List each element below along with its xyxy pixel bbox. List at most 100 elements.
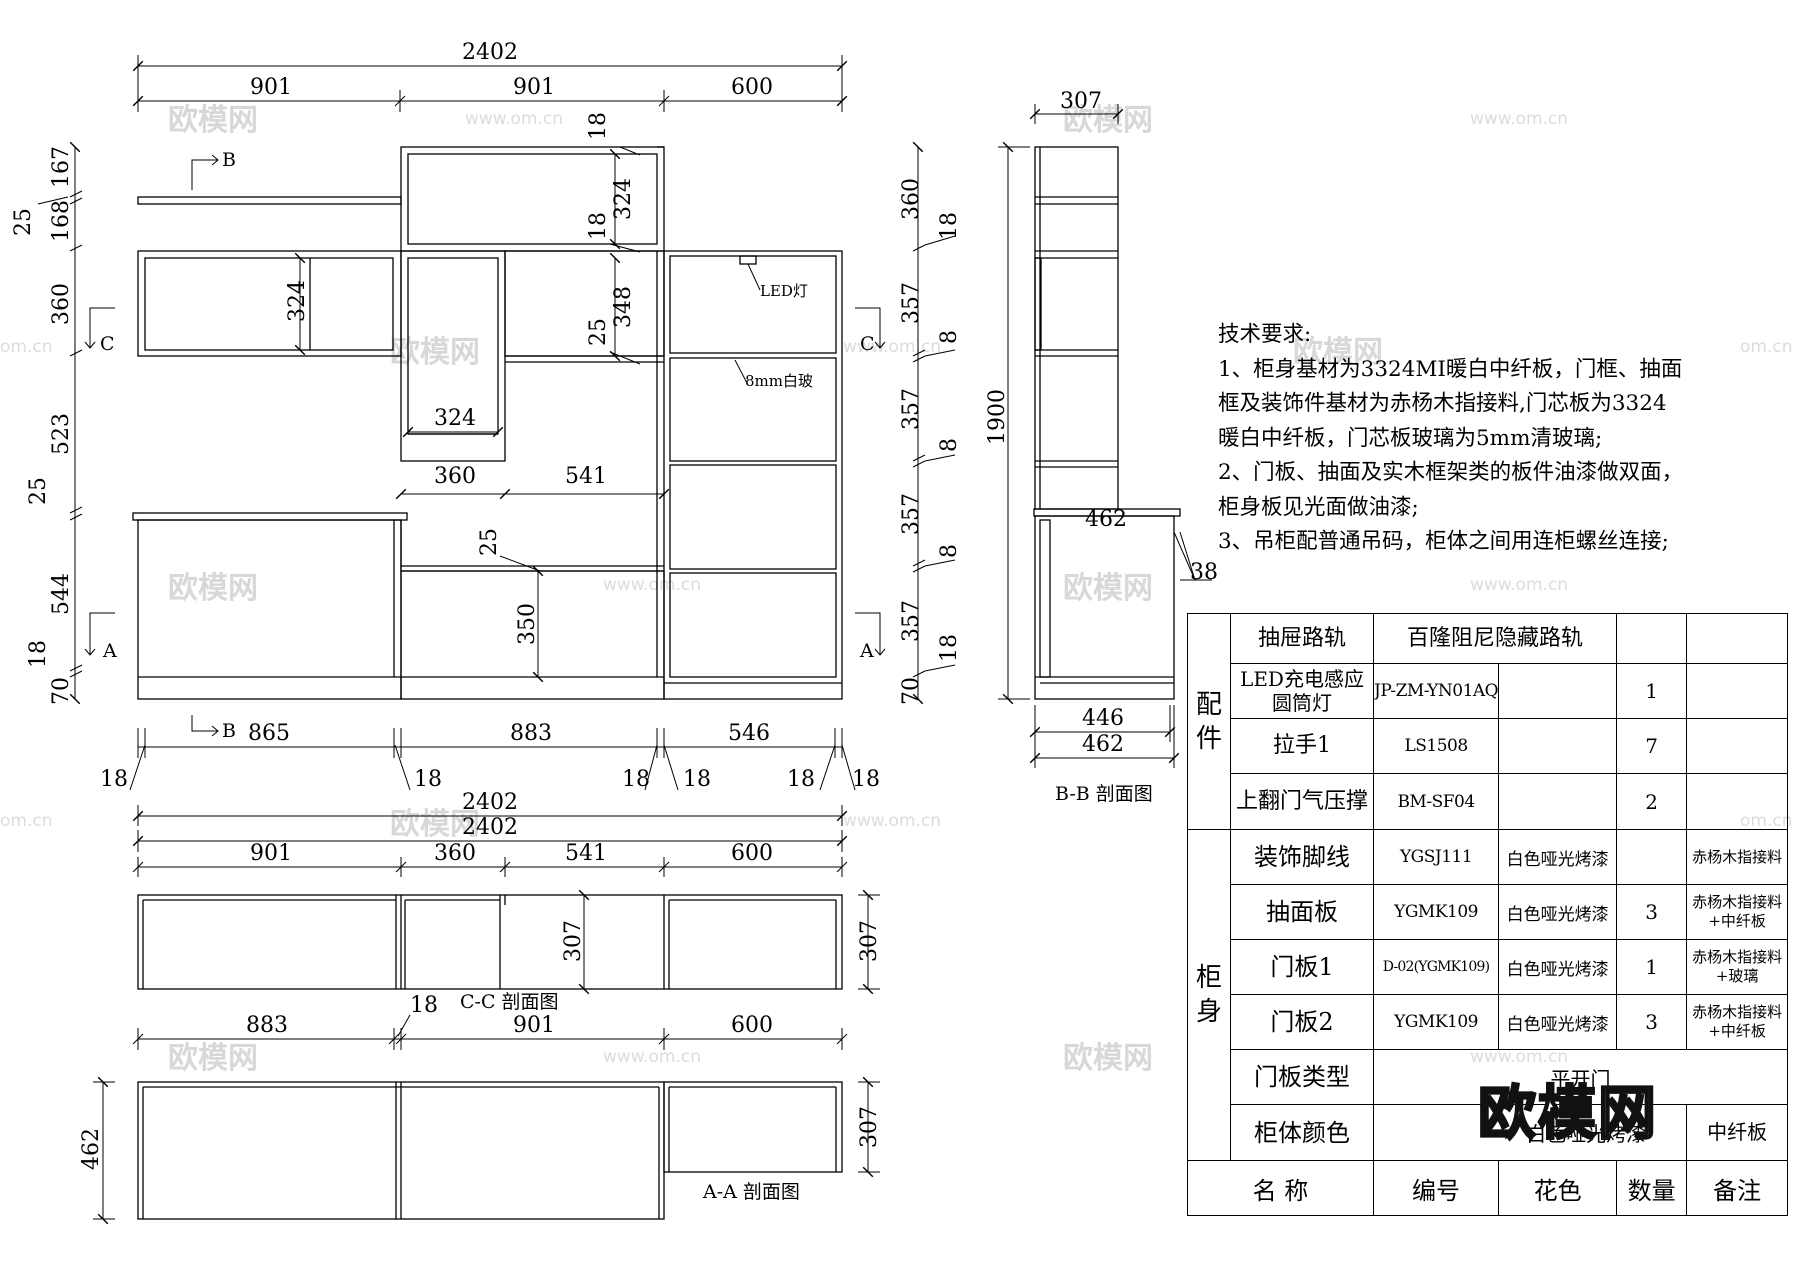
cell-name: 拉手1	[1230, 718, 1374, 774]
cell-name: LED充电感应圆筒灯	[1230, 663, 1374, 719]
watermark-url: www.om.cn	[603, 1047, 701, 1067]
dim-cc-depth: 307	[561, 920, 586, 962]
table-row: 配 件 抽屉路轨 百隆阻尼隐藏路轨	[1187, 613, 1789, 830]
watermark-text: 欧模网	[1063, 1041, 1153, 1076]
dim-bottom-seg: 883	[510, 721, 552, 746]
requirements-line: 2、门板、抽面及实木框架类的板件油漆做双面，	[1218, 460, 1684, 485]
spec-table: 配 件 抽屉路轨 百隆阻尼隐藏路轨 LED充电感应圆筒灯 JP-ZM-YN01A…	[1187, 613, 1789, 1216]
dim-inner: 324	[434, 406, 476, 431]
dim-left: 25	[26, 477, 51, 505]
section-marker-c: C	[860, 333, 875, 355]
cell-color	[1498, 663, 1618, 719]
dim-cc-seg: 600	[731, 841, 773, 866]
section-aa-title: A-A 剖面图	[702, 1181, 800, 1203]
watermark-text: 欧模网	[1063, 571, 1153, 606]
section-cc-title: C-C 剖面图	[460, 991, 559, 1013]
table-row: LED充电感应圆筒灯 JP-ZM-YN01AQ 1	[1188, 663, 1789, 719]
cell-code: YGMK109	[1372, 884, 1500, 940]
dim-bb-height: 1900	[985, 389, 1010, 445]
table-row: 柜体颜色 白色哑光烤漆 中纤板	[1188, 1104, 1789, 1161]
dim-right: 357	[899, 493, 924, 535]
dim-left: 523	[49, 413, 74, 455]
watermark-text: 欧模网	[168, 103, 258, 138]
cell-note: 中纤板	[1686, 1104, 1789, 1161]
header-name: 名 称	[1187, 1160, 1374, 1216]
dim-bb-depth: 462	[1085, 507, 1127, 532]
watermark-url: om.cn	[1740, 337, 1793, 357]
watermark-url: om.cn	[0, 811, 53, 831]
section-marker-b: B	[222, 149, 236, 171]
cell-qty: 1	[1616, 663, 1688, 719]
dim-inner: 350	[515, 603, 540, 645]
dim-left: 360	[49, 283, 74, 325]
cell-code: 白色哑光烤漆	[1372, 1104, 1688, 1161]
dim-inner: 360	[434, 464, 476, 489]
watermark-url: www.om.cn	[603, 575, 701, 595]
cell-note	[1686, 773, 1789, 830]
cell-note: 赤杨木指接料	[1686, 829, 1789, 885]
cell-name: 门板2	[1230, 994, 1374, 1050]
cell-name: 装饰脚线	[1230, 829, 1374, 885]
cell-code: YGSJ111	[1372, 829, 1500, 885]
table-row: 抽面板 YGMK109 白色哑光烤漆 3 赤杨木指接料 +中纤板	[1188, 884, 1789, 940]
dim-left: 168	[49, 200, 74, 242]
cell-color	[1498, 773, 1618, 830]
dim-right: 357	[899, 282, 924, 324]
watermark-url: om.cn	[0, 337, 53, 357]
dim-left: 25	[11, 208, 36, 236]
dim-top-total: 2402	[462, 40, 518, 65]
cell-color: 白色哑光烤漆	[1498, 994, 1618, 1050]
cell-name: 抽屉路轨	[1230, 613, 1374, 664]
watermark-text: 欧模网	[168, 1041, 258, 1076]
dim-left: 70	[49, 677, 74, 705]
dim-bb-top: 307	[1060, 89, 1102, 114]
dim-bottom-seg: 865	[248, 721, 290, 746]
dim-aa-small: 18	[410, 993, 438, 1018]
cell-code: 百隆阻尼隐藏路轨	[1372, 613, 1618, 664]
section-aa: 18 883 901 600 462 307 A-A 剖面图	[79, 993, 882, 1225]
section-marker-a: A	[102, 640, 117, 662]
dim-bottom-small: 18	[683, 767, 711, 792]
watermark-url: www.om.cn	[843, 337, 941, 357]
section-cc: 2402 901 360 541 600 307 307 C-C	[132, 815, 882, 1013]
cell-color: 白色哑光烤漆	[1498, 939, 1618, 995]
section-marker-c: C	[100, 333, 115, 355]
dim-cc-seg: 541	[565, 841, 607, 866]
dim-cc-seg: 901	[250, 841, 292, 866]
dim-bottom-small: 18	[100, 767, 128, 792]
dim-top-seg: 901	[513, 75, 555, 100]
table-row: 门板2 YGMK109 白色哑光烤漆 3 赤杨木指接料 +中纤板	[1188, 994, 1789, 1050]
table-row: 上翻门气压撑 BM-SF04 2	[1188, 773, 1789, 830]
dim-right: 70	[899, 677, 924, 705]
dim-inner: 18	[586, 212, 611, 240]
requirements-line: 框及装饰件基材为赤杨木指接料,门芯板为3324	[1218, 391, 1667, 416]
cell-qty: 2	[1616, 773, 1688, 830]
dim-right: 357	[899, 600, 924, 642]
cell-name: 上翻门气压撑	[1230, 773, 1374, 830]
dim-inner: 25	[586, 318, 611, 346]
group-body: 柜 身	[1187, 829, 1231, 1161]
watermark-text: 欧模网	[1293, 335, 1383, 370]
cell-color: 白色哑光烤漆	[1498, 884, 1618, 940]
cell-qty: 3	[1616, 994, 1688, 1050]
header-note: 备注	[1686, 1160, 1789, 1216]
dim-aa-seg: 883	[246, 1013, 288, 1038]
header-qty: 数量	[1616, 1160, 1688, 1216]
cell-note: 赤杨木指接料 +中纤板	[1686, 884, 1789, 940]
dim-left: 544	[49, 573, 74, 615]
cell-code: D-02(YGMK109)	[1372, 939, 1500, 995]
group-parts: 配 件	[1187, 613, 1231, 830]
dim-top-seg: 901	[250, 75, 292, 100]
dim-bb-overhang: 38	[1190, 560, 1218, 585]
table-header-row: 名 称 编号 花色 数量 备注	[1187, 1160, 1789, 1216]
dim-bb-bottom: 446	[1082, 706, 1124, 731]
cell-code: 平开门	[1372, 1049, 1789, 1105]
front-elevation: 2402 901 901 600 LED灯 8mm白玻	[11, 40, 962, 826]
dim-inner: 348	[611, 286, 636, 328]
dim-right: 360	[899, 178, 924, 220]
dim-right: 357	[899, 388, 924, 430]
cell-qty	[1616, 829, 1688, 885]
requirements-line: 1、柜身基材为3324MI暖白中纤板，门框、抽面	[1218, 356, 1683, 382]
section-bb: 307 1900 462 38 446 462 B-B 剖面图	[985, 89, 1218, 805]
